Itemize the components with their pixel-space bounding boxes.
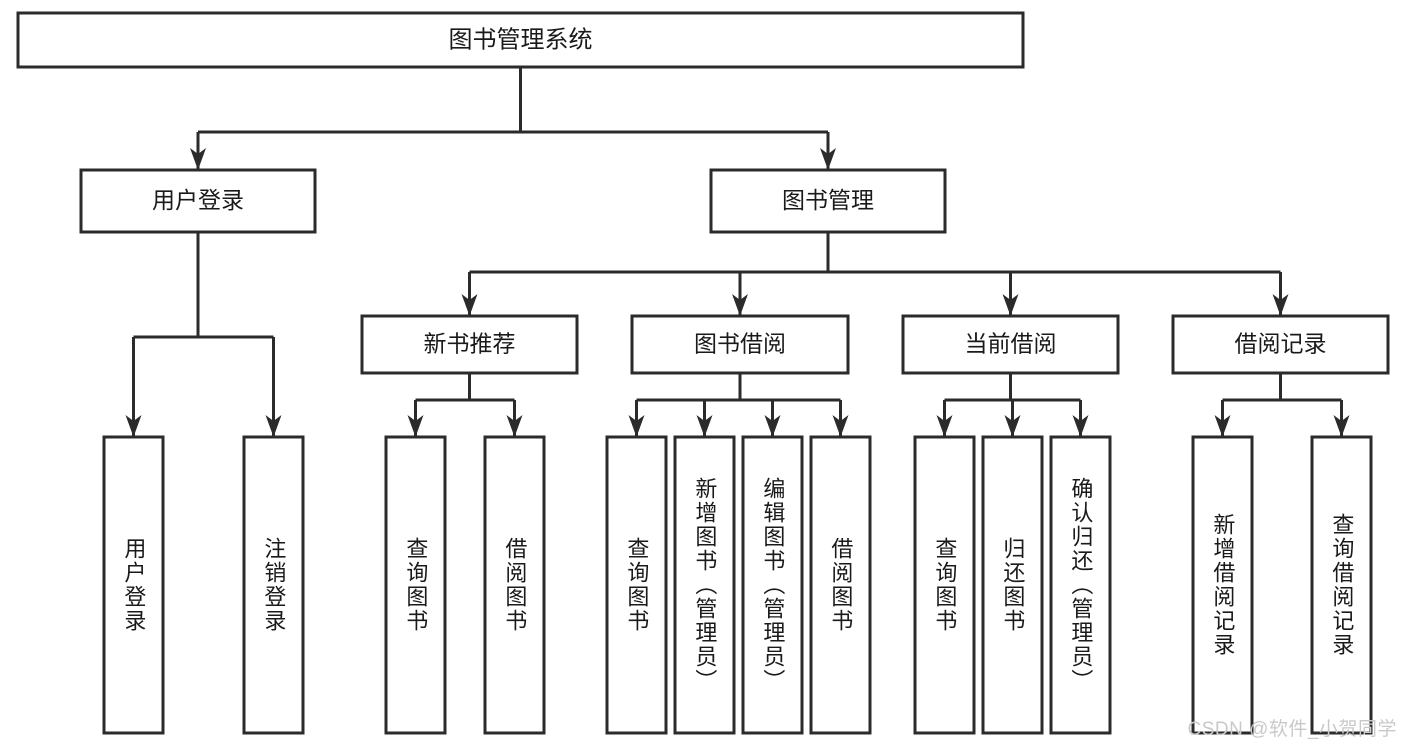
- node-root-label: 图书管理系统: [449, 26, 593, 53]
- node-leaf-confirm-return-admin[interactable]: [1049, 435, 1112, 735]
- arrow-head-icon: [1002, 294, 1019, 316]
- node-book-borrow[interactable]: [630, 314, 850, 375]
- arrow-head-icon: [1272, 294, 1289, 316]
- box-layer: [16, 11, 1390, 735]
- arrow-head-icon: [628, 415, 645, 437]
- node-current-borrow-label: 当前借阅: [965, 331, 1057, 357]
- node-leaf-user-logout[interactable]: [242, 435, 305, 735]
- arrow-head-icon: [820, 148, 836, 170]
- arrow-head-icon: [125, 415, 142, 437]
- node-root[interactable]: [16, 11, 1025, 69]
- node-user-login[interactable]: [79, 168, 317, 234]
- node-leaf-user-login[interactable]: [102, 435, 165, 735]
- arrow-head-icon: [1004, 415, 1021, 437]
- node-borrow-record[interactable]: [1171, 314, 1390, 375]
- arrow-head-icon: [696, 415, 713, 437]
- node-book-borrow-label: 图书借阅: [694, 331, 786, 357]
- node-borrow-record-label: 借阅记录: [1235, 331, 1327, 357]
- arrow-head-icon: [936, 415, 953, 437]
- node-leaf-query-book-new[interactable]: [384, 435, 447, 735]
- arrow-head-icon: [764, 415, 781, 437]
- arrow-head-icon: [1214, 415, 1231, 437]
- arrow-head-icon: [506, 415, 523, 437]
- arrow-head-icon: [407, 415, 424, 437]
- node-leaf-query-borrow-record[interactable]: [1310, 435, 1373, 735]
- node-book-management-label: 图书管理: [782, 187, 874, 213]
- node-leaf-borrow-book[interactable]: [809, 435, 872, 735]
- node-current-borrow[interactable]: [901, 314, 1120, 375]
- arrow-head-icon: [1333, 415, 1350, 437]
- node-leaf-add-borrow-record[interactable]: [1191, 435, 1254, 735]
- node-new-book-recommend-label: 新书推荐: [424, 331, 516, 357]
- node-new-book-recommend[interactable]: [360, 314, 579, 375]
- arrow-head-icon: [1072, 415, 1089, 437]
- node-leaf-query-book-borrow[interactable]: [605, 435, 668, 735]
- node-book-management[interactable]: [709, 168, 947, 234]
- arrow-head-icon: [461, 294, 478, 316]
- edge-layer: [125, 67, 1350, 437]
- node-leaf-query-book-current[interactable]: [913, 435, 976, 735]
- arrow-head-icon: [265, 415, 282, 437]
- node-leaf-edit-book-admin[interactable]: [741, 435, 804, 735]
- node-leaf-borrow-book-new[interactable]: [483, 435, 546, 735]
- arrow-head-icon: [190, 148, 206, 170]
- node-user-login-label: 用户登录: [152, 187, 244, 213]
- arrow-head-icon: [832, 415, 849, 437]
- node-leaf-return-book[interactable]: [981, 435, 1044, 735]
- node-leaf-add-book-admin[interactable]: [673, 435, 736, 735]
- csdn-watermark: CSDN @软件_小贺同学: [1187, 719, 1397, 740]
- arrow-head-icon: [732, 294, 748, 316]
